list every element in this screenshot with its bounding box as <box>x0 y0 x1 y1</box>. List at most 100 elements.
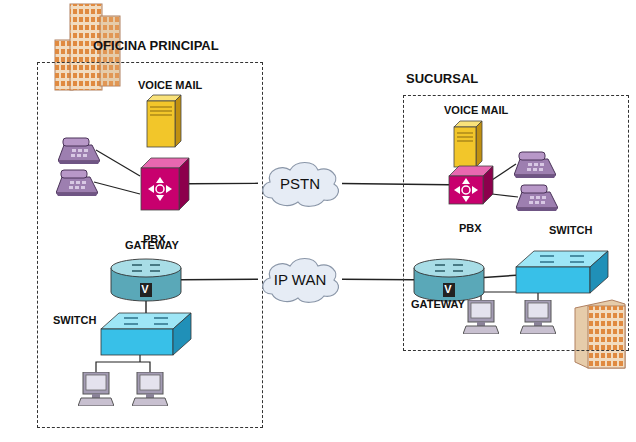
site-heading: OFICINA PRINCIPAL <box>93 39 219 52</box>
cloud-label: PSTN <box>258 158 342 208</box>
pc-icon <box>520 300 556 334</box>
pbx-shape <box>141 158 189 210</box>
switch-front <box>516 267 590 293</box>
pbx-arrow <box>156 177 164 183</box>
switch-side <box>173 313 191 355</box>
network-link <box>342 183 449 184</box>
box-side <box>476 121 482 167</box>
vm-device: VOICE MAIL <box>454 121 482 167</box>
switch-arrow <box>154 317 168 318</box>
pbx-arrow <box>472 186 478 194</box>
wires <box>94 150 552 372</box>
phone-icon <box>58 138 100 164</box>
router-top <box>111 259 181 277</box>
phone-icon <box>56 170 98 196</box>
network-link <box>181 279 258 281</box>
pc-wire <box>96 362 150 372</box>
gw-device: GATEWAY <box>111 259 181 301</box>
server-slot <box>150 107 172 108</box>
box-side <box>179 158 189 210</box>
phone-wire <box>492 194 518 197</box>
network-link <box>145 301 146 313</box>
switch-arrow <box>570 255 584 256</box>
site-group: OFICINA PRINCIPALVOICE MAILPBXGATEWAYSWI… <box>37 62 263 428</box>
pbx-symbol <box>156 185 164 193</box>
router-arrow <box>132 270 142 271</box>
box-side <box>175 95 181 147</box>
pbx-arrow <box>454 186 460 194</box>
box-front <box>454 127 476 167</box>
building-block <box>575 300 625 368</box>
device-label: PBX <box>459 223 482 234</box>
device-label: GATEWAY <box>125 240 179 251</box>
network-link <box>484 275 516 277</box>
vm-shape <box>147 95 181 147</box>
router-arrow <box>132 264 142 265</box>
building-windows <box>588 306 625 368</box>
box-side <box>483 166 493 204</box>
pbx-device: PBX <box>449 166 493 204</box>
server-slot <box>457 133 473 134</box>
sw-shape <box>516 251 608 293</box>
voice-badge <box>140 283 152 297</box>
gw-shape <box>111 259 181 301</box>
device-label: SWITCH <box>549 225 592 236</box>
phone-icon <box>516 185 558 211</box>
phone-icon <box>514 152 556 178</box>
switch-arrow <box>154 323 168 324</box>
sw-device: SWITCH <box>516 251 608 293</box>
network-cloud: IP WAN <box>258 254 342 304</box>
voice-badge-letter: V <box>139 282 151 296</box>
pbx-shape <box>449 166 493 204</box>
router-arrow <box>453 264 463 265</box>
switch-arrow <box>124 317 138 318</box>
switch-side <box>590 251 608 293</box>
switch-front <box>101 329 173 355</box>
router-arrow <box>435 264 445 265</box>
pbx-device: PBX <box>141 158 189 210</box>
box-front <box>147 101 175 147</box>
sw-device: SWITCH <box>101 313 191 355</box>
device-label: GATEWAY <box>411 299 465 310</box>
site-heading: SUCURSAL <box>406 72 478 85</box>
voice-badge-letter: V <box>442 282 454 296</box>
switch-arrow <box>540 261 554 262</box>
server-slot <box>150 111 172 112</box>
phone-wire <box>96 150 140 176</box>
pbx-arrow <box>462 178 470 184</box>
network-cloud: PSTN <box>258 158 342 208</box>
phone-wire <box>492 164 516 180</box>
phone-wire <box>94 182 140 194</box>
building-branch <box>575 300 625 368</box>
network-link <box>189 183 258 185</box>
pbx-arrow <box>148 185 154 193</box>
pc-icon <box>463 300 499 334</box>
pbx-symbol <box>462 186 470 194</box>
device-label: SWITCH <box>53 315 96 326</box>
router-arrow <box>453 270 463 271</box>
gw-shape <box>414 259 484 301</box>
site-group: SUCURSALVOICE MAILPBXSWITCHGATEWAY <box>403 95 629 351</box>
router-top <box>414 259 484 277</box>
switch-arrow <box>570 261 584 262</box>
server-slot <box>457 137 473 138</box>
box-front <box>449 176 483 204</box>
building-block <box>588 306 625 368</box>
pc-icon <box>132 372 168 406</box>
pbx-arrow <box>462 196 470 202</box>
pbx-arrow <box>166 185 172 193</box>
vm-shape <box>454 121 482 167</box>
gw-device: GATEWAY <box>414 259 484 301</box>
router-arrow <box>150 270 160 271</box>
server-slot <box>150 115 172 116</box>
device-label: VOICE MAIL <box>138 80 202 91</box>
pbx-arrow <box>156 195 164 201</box>
vm-device: VOICE MAIL <box>147 95 181 147</box>
router-arrow <box>150 264 160 265</box>
voice-badge <box>443 283 455 297</box>
device-label: VOICE MAIL <box>444 105 508 116</box>
